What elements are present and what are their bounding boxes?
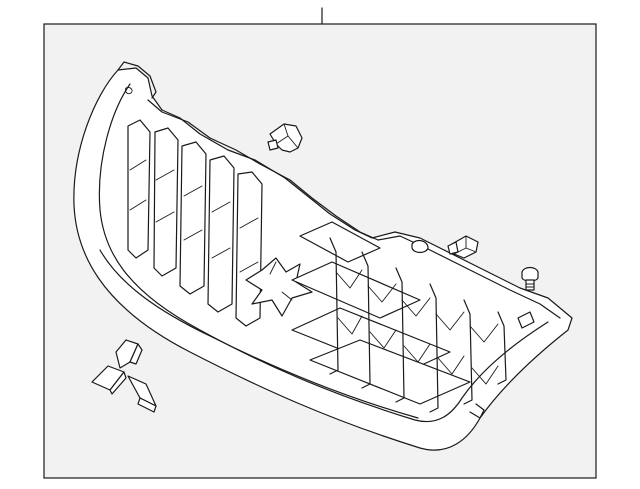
bolt — [521, 266, 539, 291]
grille-assembly — [73, 61, 573, 451]
clip-center — [447, 235, 479, 259]
clip-upper — [267, 123, 303, 153]
emblem — [91, 339, 157, 413]
